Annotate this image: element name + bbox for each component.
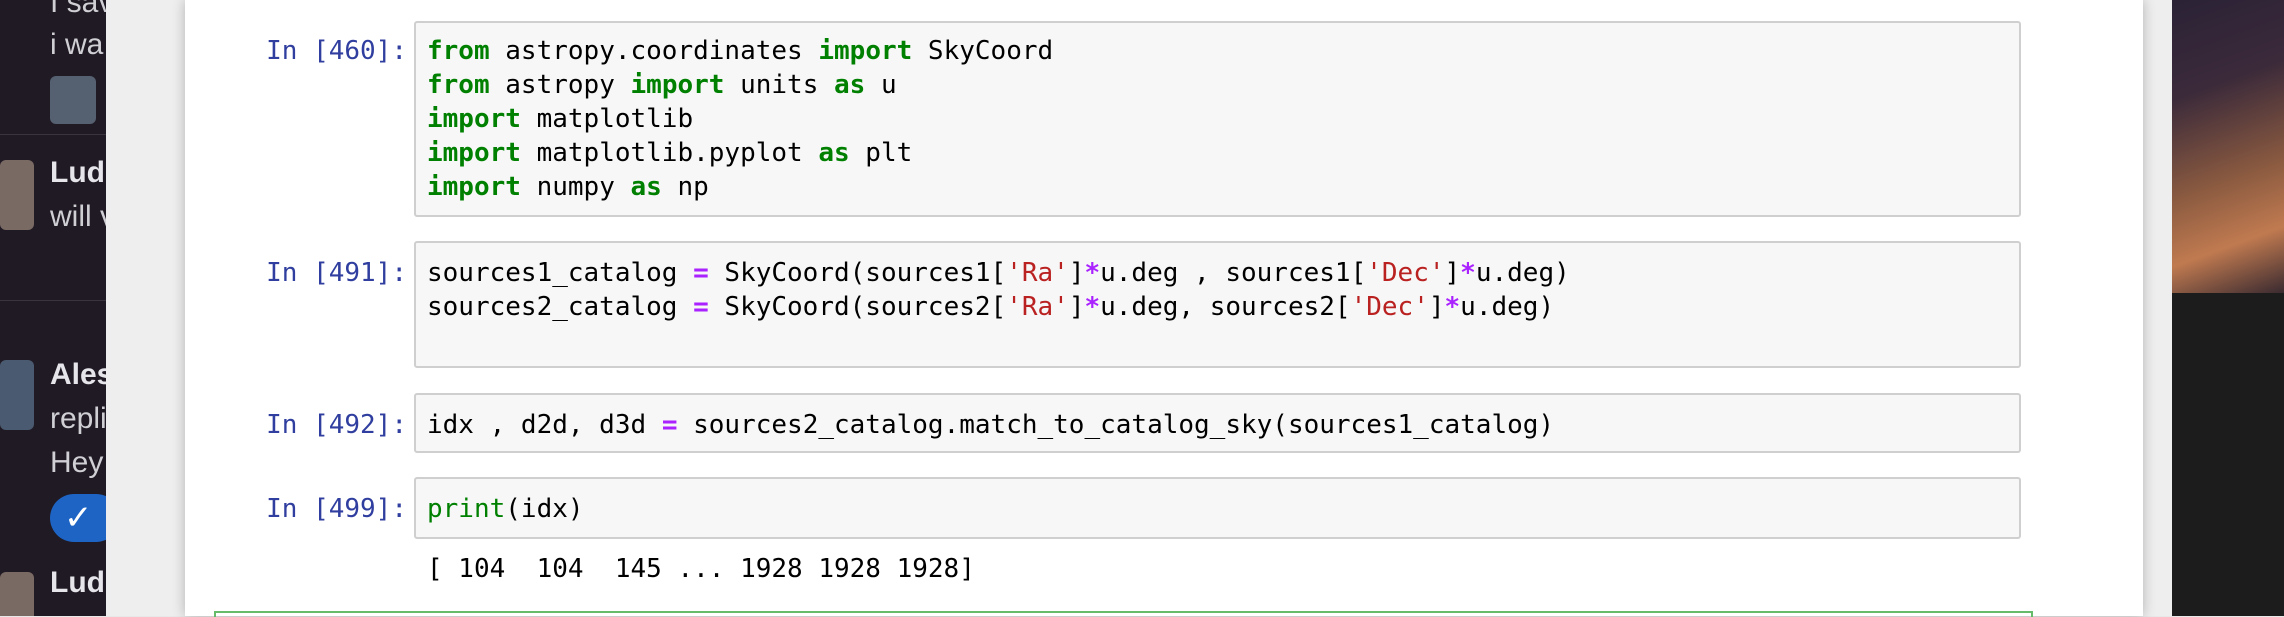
image-thumbnail[interactable]	[50, 76, 96, 124]
code-token-kw: from	[427, 70, 490, 100]
code-token-kw: import	[630, 70, 725, 100]
code-cell-input[interactable]	[414, 477, 2021, 539]
slack-text: will v	[50, 200, 106, 233]
code-token: (idx)	[505, 494, 584, 524]
slack-text[interactable]: repli	[50, 402, 106, 435]
code-token: plt	[849, 138, 913, 168]
code-cell-input[interactable]	[414, 21, 2021, 217]
code-token: sources2_catalog.match_to_catalog_sky(so…	[677, 410, 1555, 440]
code-line[interactable]: from astropy import units as u	[427, 68, 1053, 102]
code-token: units	[724, 70, 835, 100]
avatar[interactable]	[0, 360, 34, 430]
code-token: sources2_catalog	[427, 292, 694, 322]
code-line[interactable]: from astropy.coordinates import SkyCoord	[427, 34, 1053, 68]
code-token-kw: as	[630, 172, 662, 202]
code-block[interactable]: sources1_catalog = SkyCoord(sources1['Ra…	[427, 256, 1570, 324]
code-token: u.deg , sources1[	[1100, 258, 1367, 288]
code-token-kw: import	[427, 138, 521, 168]
code-token-kw: from	[427, 36, 490, 66]
divider	[0, 300, 106, 301]
slack-text: Hey	[50, 446, 104, 479]
code-token-str: 'Dec'	[1350, 292, 1429, 322]
code-cell-input[interactable]	[414, 393, 2021, 453]
code-line[interactable]: sources2_catalog = SkyCoord(sources2['Ra…	[427, 290, 1570, 324]
code-token-op: =	[693, 258, 709, 288]
code-block[interactable]: from astropy.coordinates import SkyCoord…	[427, 34, 1053, 204]
code-block[interactable]: idx , d2d, d3d = sources2_catalog.match_…	[427, 408, 1554, 442]
code-token: astropy	[489, 70, 631, 100]
code-token-op: *	[1460, 258, 1476, 288]
code-token: ]	[1444, 258, 1461, 288]
slack-text: i wa	[50, 28, 104, 61]
cell-prompt: In [460]:	[266, 36, 407, 66]
cell-prompt: In [491]:	[266, 258, 407, 288]
code-line[interactable]: idx , d2d, d3d = sources2_catalog.match_…	[427, 408, 1554, 442]
code-token-kw: as	[834, 70, 866, 100]
code-token: u	[865, 70, 897, 100]
code-token-op: *	[1084, 292, 1101, 322]
code-token: astropy.coordinates	[489, 36, 819, 66]
code-block[interactable]: print(idx)	[427, 492, 584, 526]
code-token: ]	[1068, 258, 1085, 288]
code-token-kw: import	[427, 172, 521, 202]
code-token-kw: as	[818, 138, 850, 168]
code-token: SkyCoord(sources1[	[708, 258, 1007, 288]
video-feed	[2172, 0, 2284, 293]
code-token-str: 'Ra'	[1006, 292, 1069, 322]
code-token-str: 'Dec'	[1366, 258, 1445, 288]
code-token: ]	[1428, 292, 1445, 322]
code-token-op: *	[1084, 258, 1101, 288]
slack-author-name[interactable]: Ludi	[50, 566, 106, 599]
code-token-op: *	[1444, 292, 1461, 322]
code-token: u.deg)	[1475, 258, 1570, 288]
code-line[interactable]: import numpy as np	[427, 170, 1053, 204]
code-token: SkyCoord	[912, 36, 1054, 66]
cell-prompt: In [492]:	[266, 410, 407, 440]
code-token: ]	[1068, 292, 1085, 322]
avatar[interactable]	[0, 160, 34, 230]
code-token: matplotlib.pyplot	[520, 138, 819, 168]
code-token-str: 'Ra'	[1006, 258, 1069, 288]
code-cell-input[interactable]	[414, 241, 2021, 368]
code-token: u.deg, sources2[	[1100, 292, 1351, 322]
code-token: np	[661, 172, 709, 202]
code-token: numpy	[520, 172, 631, 202]
slack-author-name[interactable]: Ales	[50, 358, 106, 391]
code-token: matplotlib	[520, 104, 694, 134]
code-line[interactable]: sources1_catalog = SkyCoord(sources1['Ra…	[427, 256, 1570, 290]
cell-output: [ 104 104 145 ... 1928 1928 1928]	[427, 554, 975, 584]
code-token-kw: import	[818, 36, 913, 66]
selected-cell-border[interactable]	[214, 611, 2033, 617]
code-token-builtin: print	[427, 494, 506, 524]
code-line[interactable]: import matplotlib.pyplot as plt	[427, 136, 1053, 170]
slack-background: I sav i wa Ludi will v Ales repli Hey ✓ …	[0, 0, 106, 616]
code-line[interactable]: print(idx)	[427, 492, 584, 526]
avatar[interactable]	[0, 572, 34, 616]
code-token-op: =	[661, 410, 678, 440]
code-line[interactable]: import matplotlib	[427, 102, 1053, 136]
cell-prompt: In [499]:	[266, 494, 407, 524]
slack-author-name[interactable]: Ludi	[50, 156, 106, 189]
code-token: u.deg)	[1460, 292, 1555, 322]
code-token: sources1_catalog	[427, 258, 694, 288]
code-token-op: =	[693, 292, 709, 322]
code-token-kw: import	[427, 104, 521, 134]
code-token: SkyCoord(sources2[	[708, 292, 1007, 322]
divider	[0, 134, 106, 135]
slack-text: I sav	[50, 0, 106, 19]
check-reaction-icon[interactable]: ✓	[50, 494, 106, 542]
code-token: idx , d2d, d3d	[427, 410, 662, 440]
